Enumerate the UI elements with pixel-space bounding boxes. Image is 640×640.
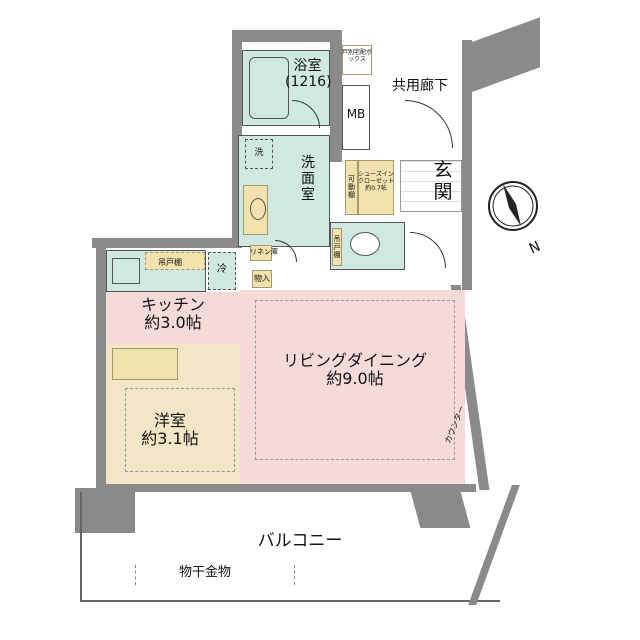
wall-corner-ne — [470, 17, 540, 93]
washroom-label: 洗面室 — [298, 155, 318, 203]
shoe-closet-size: 約0.7帖 — [365, 184, 387, 192]
washer-space — [245, 139, 273, 169]
washer-label: 洗 — [254, 148, 264, 158]
shoe-closet-label: シューズインクローゼット約0.7帖 — [358, 171, 395, 193]
washroom-name: 洗面室 — [301, 155, 315, 204]
corridor-label: 共用廊下 — [392, 78, 448, 94]
compass — [485, 178, 541, 234]
bathtub — [249, 57, 289, 119]
wall-right-upper — [462, 40, 472, 290]
wall-kitchen-top — [92, 238, 242, 248]
living-label: リビングダイニング約9.0帖 — [280, 351, 430, 389]
compass-north-label: N — [526, 238, 544, 258]
kitchen-size: 約3.0帖 — [144, 313, 202, 333]
drying-rail — [135, 565, 295, 585]
kitchen-shelf-label: 吊戸棚 — [158, 258, 182, 267]
balcony-label: バルコニー — [257, 531, 343, 551]
western-outline — [125, 388, 235, 472]
drying-label: 物干金物 — [178, 565, 231, 580]
entrance-door[interactable] — [405, 100, 453, 148]
bathroom-label: 浴室(1216) — [285, 58, 332, 91]
fridge-label: 冷 — [217, 264, 227, 275]
toilet-shelf-label: 吊戸棚 — [333, 235, 341, 260]
living-dining — [240, 290, 465, 484]
toilet-door[interactable] — [410, 232, 446, 268]
shoe-closet-name: シューズインクローゼット — [358, 171, 395, 185]
bathroom-size: (1216) — [285, 74, 332, 91]
fridge-space — [208, 252, 236, 290]
wall-top-left — [232, 30, 342, 42]
movable-shelf-label: 可動棚 — [348, 175, 355, 200]
toilet-shelf — [332, 228, 342, 266]
wall-balcony-left — [75, 488, 135, 533]
western-size: 約3.1帖 — [141, 429, 199, 449]
bathroom-name: 浴室 — [293, 58, 322, 74]
delivery-box — [342, 45, 372, 75]
western-label: 洋室約3.1帖 — [125, 411, 215, 449]
movable-shelf — [345, 160, 358, 215]
living-size: 約9.0帖 — [326, 369, 384, 389]
entrance-label: 玄関 — [433, 159, 453, 203]
storage-closet[interactable] — [252, 270, 272, 288]
stove-icon — [112, 258, 140, 284]
wall-left-upper — [232, 30, 242, 245]
entrance — [400, 160, 462, 212]
linen-closet — [250, 245, 272, 261]
delivery-box-label: 戸別宅配ボックス — [342, 49, 373, 63]
compass-icon — [488, 181, 538, 231]
mb-label: MB — [346, 107, 366, 121]
shoe-closet — [358, 160, 394, 215]
balcony — [80, 492, 500, 602]
living-name: リビングダイニング — [282, 351, 427, 370]
mb-closet — [342, 85, 370, 150]
wall-bottom — [96, 484, 476, 492]
western-name: 洋室 — [153, 411, 186, 430]
wall-left — [96, 238, 106, 488]
kitchen-label: キッチン約3.0帖 — [128, 295, 218, 333]
wall-mid-col — [330, 42, 342, 162]
kitchen-name: キッチン — [140, 295, 205, 314]
linen-label: リネン庫 — [250, 248, 278, 256]
western-closet[interactable] — [112, 348, 178, 380]
washbasin-counter — [243, 185, 268, 235]
storage-label: 物入 — [254, 274, 270, 283]
sink-icon — [250, 198, 266, 220]
kitchen-wall-cabinet — [145, 252, 205, 270]
living-outline — [255, 300, 455, 460]
toilet-icon — [350, 232, 380, 256]
